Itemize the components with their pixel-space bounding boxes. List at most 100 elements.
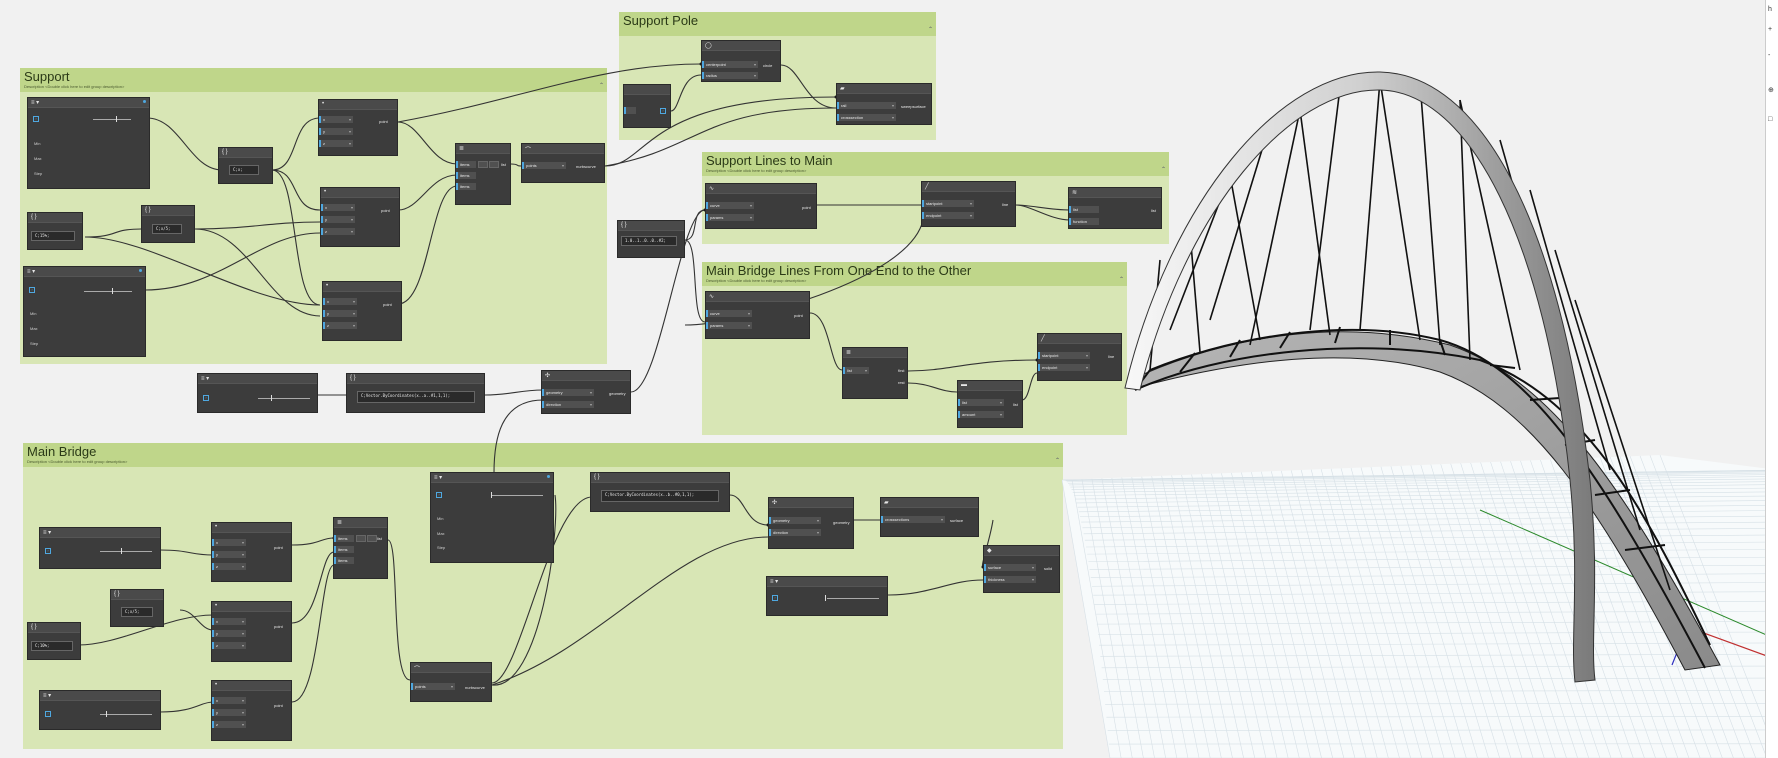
expand-icon[interactable]: › [436,492,442,498]
node-header[interactable]: { } [219,148,272,158]
node-header[interactable]: • [319,100,397,110]
node-header[interactable]: • [321,188,399,198]
output-port-line[interactable]: line [1002,202,1009,207]
code-block-node[interactable]: { } C;Vector.ByCoordinates(x..b..#0,1,1)… [590,472,730,512]
node-header[interactable]: { } [28,623,80,633]
output-port-list[interactable]: list [501,162,506,167]
collapse-icon[interactable]: ⌃ [1054,458,1060,464]
nurbscurve-by-points-node[interactable]: ⌒ points▾ nurbscurve [521,143,605,183]
code-block-node[interactable]: { } C;x/5; [110,589,164,627]
geometry-translate-node[interactable]: ✣ geometry▾ direction▾ geometry [768,497,854,549]
expand-icon[interactable]: › [29,287,35,293]
input-port-direction[interactable]: direction▾ [769,529,821,536]
expand-icon[interactable]: › [45,548,51,554]
node-header[interactable]: ╱ [922,182,1015,192]
nurbscurve-by-points-node[interactable]: ⌒ points▾ nurbscurve [410,662,492,702]
output-port-geometry[interactable]: geometry [833,520,850,525]
node-header[interactable]: { } [618,221,684,231]
group-description[interactable]: Description <Double click here to edit g… [706,278,807,283]
code-text[interactable]: C;x/5; [121,607,153,617]
input-port-geometry[interactable]: geometry▾ [542,389,594,396]
zoom-icon[interactable]: + [1768,26,1773,33]
group-header[interactable]: Support Pole ⌃ [619,12,936,36]
output-port-geometry[interactable]: geometry [609,391,626,396]
number-slider-node[interactable]: ≡ ▾ › [197,373,318,413]
output-port-first[interactable]: first [898,368,905,373]
output-port-list[interactable]: list [1013,402,1018,407]
input-port-y[interactable]: y▾ [212,630,246,637]
view-toolbar[interactable]: h + - ⊕ □ [1765,0,1778,758]
output-port-surface[interactable]: surface [950,518,964,523]
group-description[interactable]: Description <Double click here to edit g… [27,459,128,464]
list-deconstruct-node[interactable]: ≣ list▾ first rest [842,347,908,399]
expand-icon[interactable]: › [33,116,39,122]
code-text[interactable]: C;15%; [31,231,75,241]
node-header[interactable]: ✣ [769,498,853,508]
number-slider-node[interactable]: ≡ ▾ › Min Max Step [430,472,554,563]
slider-track[interactable] [258,398,310,399]
input-port-y[interactable]: y▾ [212,551,246,558]
code-block-node[interactable]: { } C;x/5; [141,205,195,243]
input-port-x[interactable]: x▾ [321,204,355,211]
input-port-points[interactable]: points▾ [522,162,566,169]
code-block-node[interactable]: { } C;x; [218,147,273,184]
slider-track[interactable] [491,495,543,496]
node-header[interactable]: ≡ ▾ [28,98,149,108]
group-description[interactable]: Description <Double click here to edit g… [706,168,807,173]
input-port-items[interactable]: items [456,183,476,190]
remove-port-button[interactable] [489,161,499,168]
input-port-z[interactable]: z▾ [212,642,246,649]
output-port-rest[interactable]: rest [898,380,905,385]
slider-track[interactable] [100,551,152,552]
code-block-node[interactable]: { } C;Vector.ByCoordinates(x..a..#1,1,1)… [346,373,485,413]
node-header[interactable]: { } [142,206,194,216]
output-port-point[interactable]: point [802,205,811,210]
input-port-curve[interactable]: curve▾ [706,310,752,317]
number-slider-node[interactable]: ≡ ▾ › Min Max Step [23,266,146,357]
output-port-point[interactable]: point [381,208,390,213]
output-port-list[interactable]: list [1151,208,1156,213]
output-port-line[interactable]: line [1108,354,1115,359]
input-port-x[interactable]: x▾ [212,539,246,546]
node-header[interactable]: ≋ [1069,188,1161,198]
slider-thumb[interactable] [271,395,272,401]
node-header[interactable]: • [212,602,291,612]
slider-thumb[interactable] [491,492,492,498]
input-port-items[interactable]: items [334,557,354,564]
number-slider-node[interactable]: ≡ ▾ › [39,690,161,730]
point-by-coordinates-node[interactable]: • x▾ y▾ z▾ point [211,522,292,582]
point-at-parameter-node[interactable]: ∿ curve▾ params▾ point [705,291,810,339]
node-header[interactable]: ≡ ▾ [767,577,887,587]
point-by-coordinates-node[interactable]: • x▾ y▾ z▾ point [211,601,292,662]
input-port-y[interactable]: y▾ [323,310,357,317]
input-port-y[interactable]: y▾ [212,709,246,716]
collapse-icon[interactable]: ⌃ [1160,167,1166,173]
input-port-items[interactable]: items [334,546,354,553]
point-at-parameter-node[interactable]: ∿ curve▾ params▾ point [705,183,817,229]
input-port-direction[interactable]: direction▾ [542,401,594,408]
group-header[interactable]: Support Description <Double click here t… [20,68,607,92]
node-header[interactable]: { } [591,473,729,483]
node-header[interactable]: { } [347,374,484,384]
input-port-params[interactable]: params▾ [706,214,754,221]
output-port-point[interactable]: point [274,545,283,550]
output-port-point[interactable]: point [274,624,283,629]
input-port-z[interactable]: z▾ [321,228,355,235]
input-port-list[interactable]: list▾ [958,399,1004,406]
output-port-point[interactable]: point [379,119,388,124]
zoom-out-icon[interactable]: - [1768,52,1771,59]
number-slider-node[interactable]: ≡ ▾ › [766,576,888,616]
code-block-node[interactable]: { } C;10%; [27,622,81,660]
node-header[interactable]: ◆ [984,546,1059,556]
code-text[interactable]: C;Vector.ByCoordinates(x..a..#1,1,1); [357,391,475,403]
node-header[interactable]: { } [111,590,163,600]
slider-thumb[interactable] [106,711,107,717]
number-slider-node[interactable]: ≡ ▾ › [39,527,161,569]
input-port-startpoint[interactable]: startpoint▾ [1038,352,1090,359]
input-port-list[interactable]: list [1069,206,1099,213]
input-port-rail[interactable]: rail▾ [837,102,896,109]
input-port-items[interactable]: items [334,535,354,542]
input-port-thickness[interactable]: thickness▾ [984,576,1036,583]
input-port-x[interactable]: x▾ [212,618,246,625]
input-port[interactable] [624,107,636,114]
